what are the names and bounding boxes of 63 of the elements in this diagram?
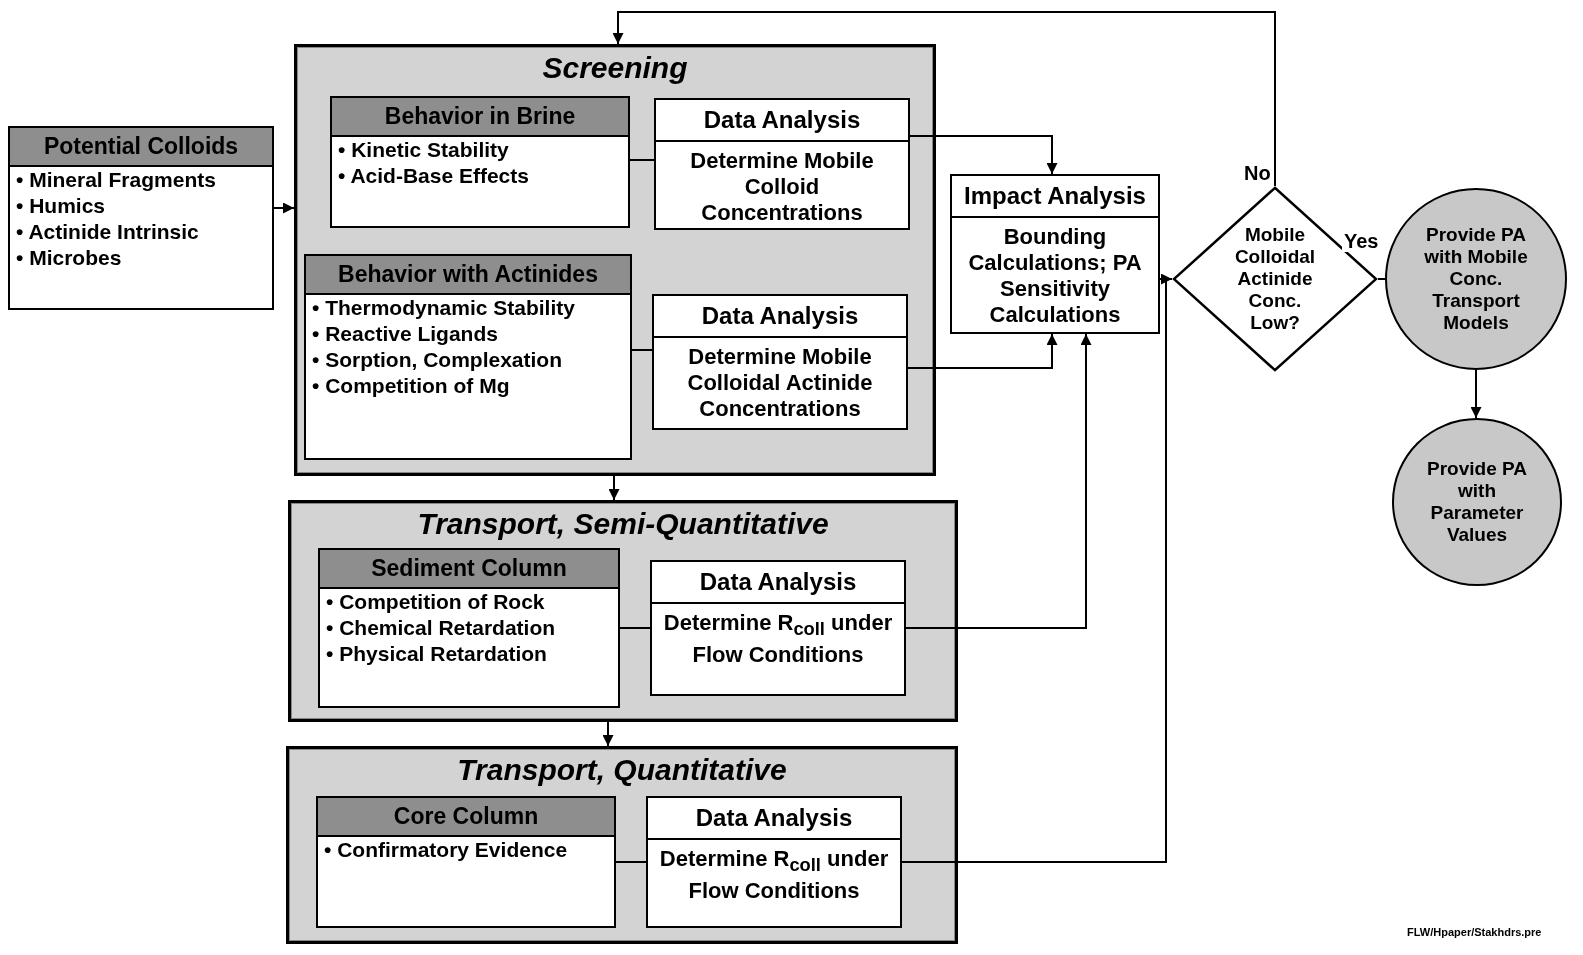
circle-text: Provide PA with Mobile Conc. Transport Models xyxy=(1423,224,1529,334)
bullet-item: • Thermodynamic Stability xyxy=(311,295,576,321)
process-box xyxy=(304,254,632,460)
decision-diamond xyxy=(1172,186,1378,372)
box-text: Determine Mobile Colloid Concentrations xyxy=(689,147,875,227)
panel-title: Screening xyxy=(542,51,688,85)
file-path-note: FLW/Hpaper/Stakhdrs.pre xyxy=(1407,926,1542,938)
arrow xyxy=(273,202,295,214)
panel-title: Transport, Quantitative xyxy=(457,753,787,787)
panel-title: Transport, Semi-Quantitative xyxy=(417,507,829,541)
analysis-box xyxy=(652,294,908,430)
connector-line xyxy=(615,861,647,863)
box-heading: Behavior in Brine xyxy=(332,98,628,137)
box-heading: Core Column xyxy=(318,798,614,837)
arrow xyxy=(907,333,1058,369)
process-box xyxy=(318,548,620,708)
analysis-box xyxy=(646,796,902,928)
box-heading: Sediment Column xyxy=(320,550,618,589)
connector-line xyxy=(619,627,651,629)
box-text: Determine R$_{coll}$ under Flow Conditions xyxy=(658,845,890,906)
box-text: Determine R$_{coll}$ under Flow Conditions xyxy=(662,609,894,670)
bullet-item: • Competition of Mg xyxy=(311,373,511,399)
connector-line xyxy=(631,349,653,351)
bullet-item: • Confirmatory Evidence xyxy=(323,837,569,863)
box-text: Determine Mobile Colloidal Actinide Concentrations xyxy=(686,343,874,423)
bullet-item: • Sorption, Complexation xyxy=(311,347,564,373)
bullet-item: • Physical Retardation xyxy=(325,641,548,667)
bullet-item: • Kinetic Stability xyxy=(337,137,510,163)
box-heading: Data Analysis xyxy=(652,562,904,604)
connector-line xyxy=(1377,278,1386,280)
box-text: Bounding Calculations; PA Sensitivity Calculations xyxy=(967,223,1143,329)
arrow xyxy=(602,721,614,747)
arrow xyxy=(612,11,1276,187)
process-box xyxy=(316,796,616,928)
stage-panel xyxy=(294,44,936,476)
box-heading: Data Analysis xyxy=(648,798,900,840)
bullet-item: • Microbes xyxy=(15,245,123,271)
bullet-item: • Competition of Rock xyxy=(325,589,546,615)
box-heading: Data Analysis xyxy=(656,100,908,142)
arrow xyxy=(909,135,1058,175)
circle-text: Provide PA with Parameter Values xyxy=(1426,458,1528,546)
box-heading: Behavior with Actinides xyxy=(306,256,630,295)
bullet-item: • Chemical Retardation xyxy=(325,615,557,641)
arrow xyxy=(608,475,620,501)
process-box xyxy=(8,126,274,310)
arrow xyxy=(1470,369,1482,419)
bullet-item: • Actinide Intrinsic xyxy=(15,219,200,245)
stage-panel xyxy=(286,746,958,944)
stage-panel xyxy=(288,500,958,722)
bullet-item: • Acid-Base Effects xyxy=(337,163,530,189)
connector-line xyxy=(629,159,655,161)
bullet-item: • Mineral Fragments xyxy=(15,167,217,193)
bullet-item: • Reactive Ligands xyxy=(311,321,499,347)
analysis-box xyxy=(650,560,906,696)
arrow xyxy=(905,333,1092,629)
box-heading: Impact Analysis xyxy=(952,176,1158,218)
box-heading: Data Analysis xyxy=(654,296,906,338)
analysis-box xyxy=(654,98,910,230)
analysis-box xyxy=(950,174,1160,334)
box-heading: Potential Colloids xyxy=(10,128,272,167)
process-box xyxy=(330,96,630,228)
bullet-item: • Humics xyxy=(15,193,107,219)
decision-text: Mobile Colloidal Actinide Conc. Low? xyxy=(1233,224,1317,334)
